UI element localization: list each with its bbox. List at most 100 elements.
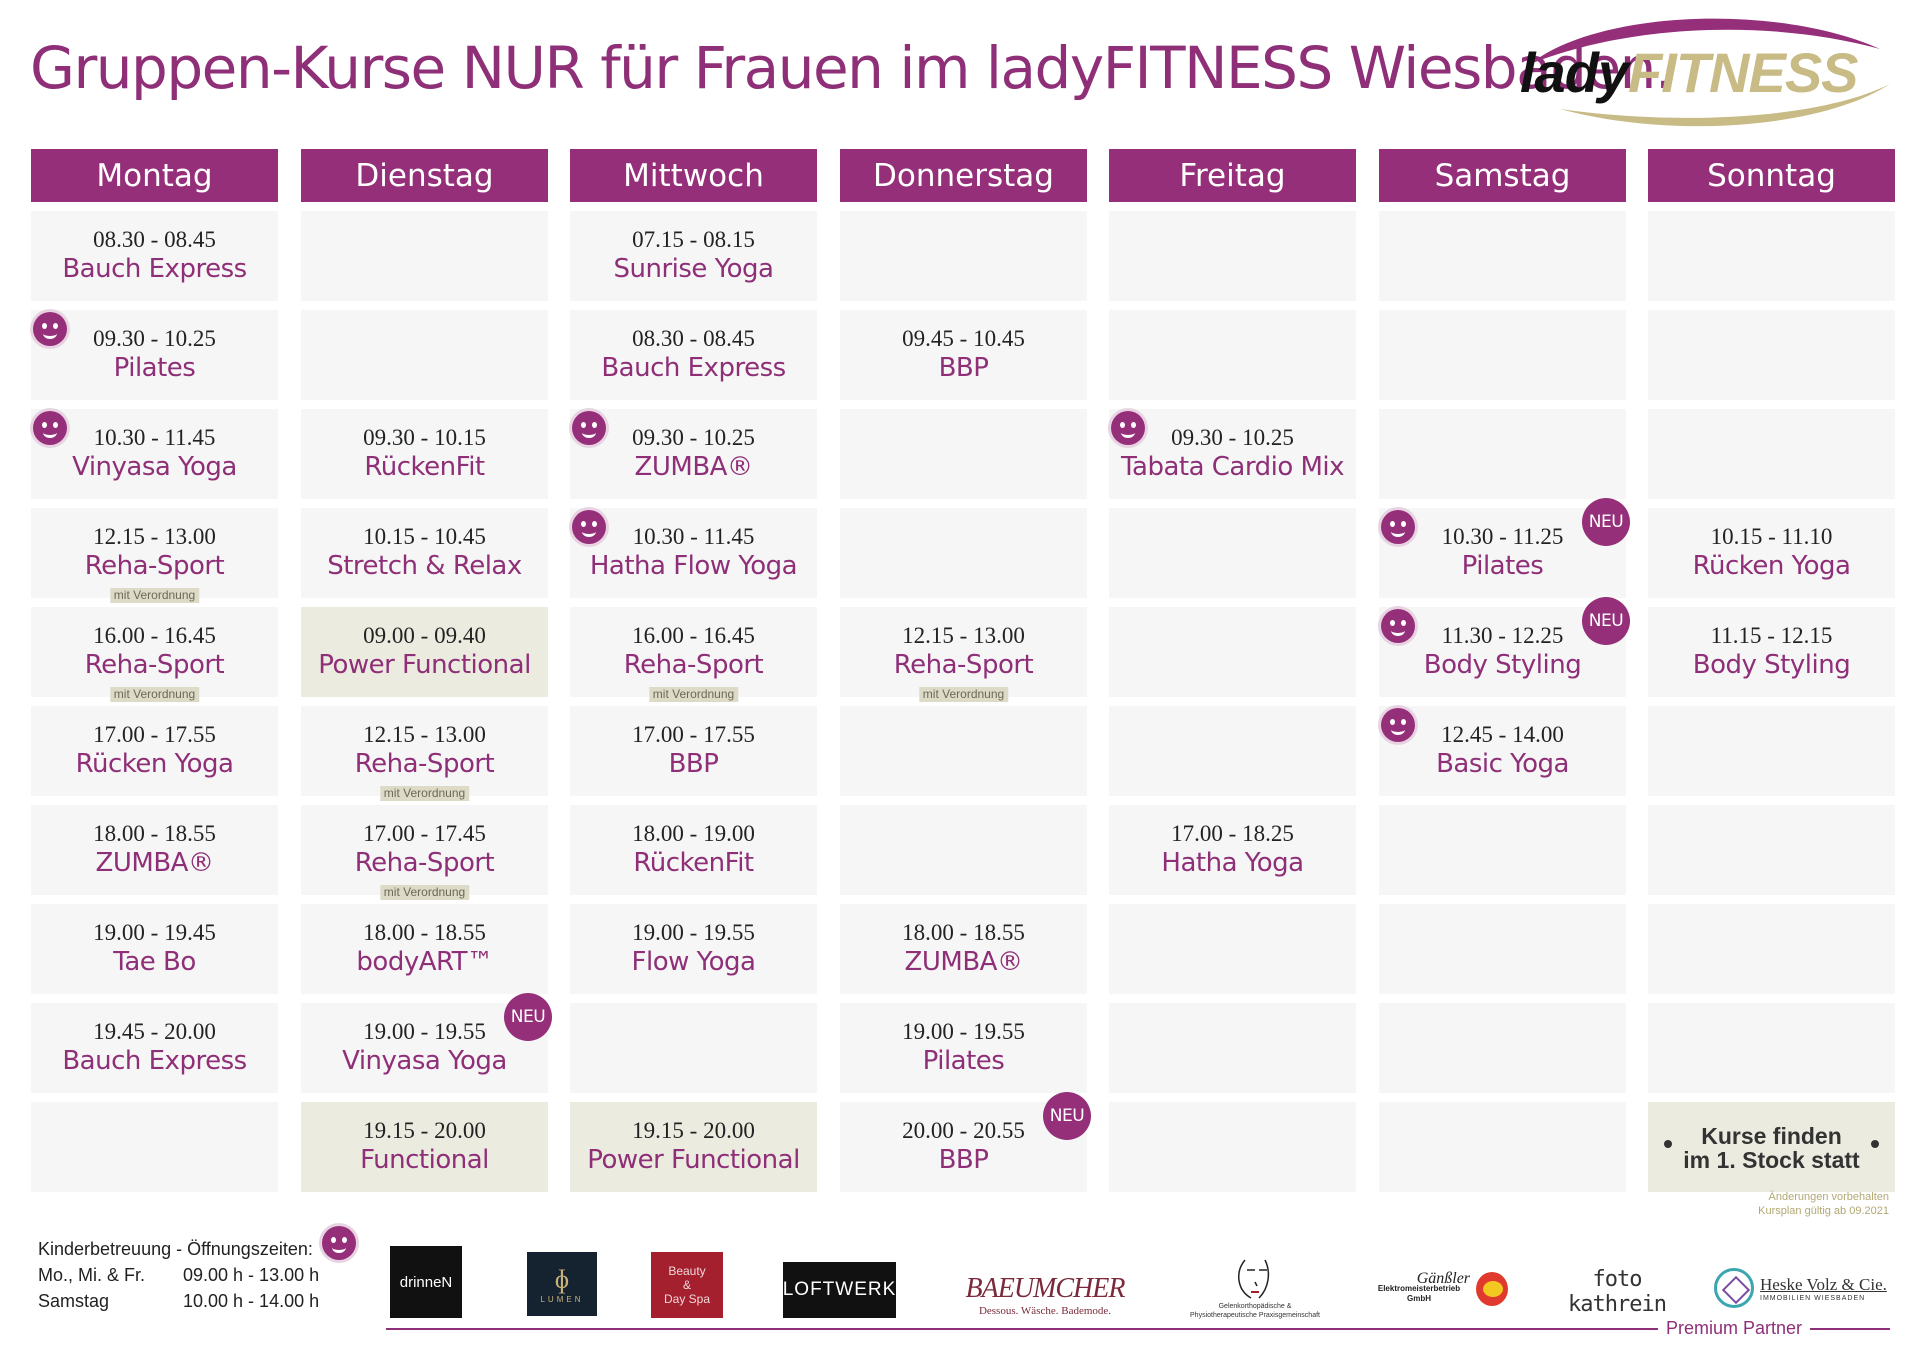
childcare-smiley-icon — [33, 312, 67, 346]
face-outline-icon — [1238, 1259, 1270, 1299]
course-name: Rücken Yoga — [1692, 551, 1851, 581]
course-name: Vinyasa Yoga — [72, 452, 237, 482]
course-time: 08.30 - 08.45 — [632, 326, 755, 351]
new-course-badge: NEU — [1582, 498, 1630, 546]
logo-wordmark: ladyFITNESS — [1520, 40, 1859, 105]
course-name: Power Functional — [587, 1145, 800, 1175]
gaensler-text-block: Gänßler Elektromeisterbetrieb GmbH — [1368, 1271, 1470, 1304]
empty-cell — [1379, 1102, 1626, 1192]
course-name: Tae Bo — [113, 947, 196, 977]
prescription-note: mit Verordnung — [379, 885, 470, 900]
course-name: Reha-Sport — [84, 551, 225, 581]
course-time: 18.00 - 18.55 — [363, 920, 486, 945]
course-time: 09.30 - 10.25 — [1171, 425, 1294, 450]
empty-cell — [1109, 904, 1356, 994]
course-time: 09.00 - 09.40 — [363, 623, 486, 648]
course-time: 10.15 - 10.45 — [363, 524, 486, 549]
course-time: 12.15 - 13.00 — [363, 722, 486, 747]
course-time: 11.30 - 12.25 — [1441, 623, 1564, 648]
first-floor-note-line: im 1. Stock statt — [1683, 1147, 1860, 1173]
course-time: 12.45 - 14.00 — [1441, 722, 1564, 747]
course-name: Stretch & Relax — [327, 551, 522, 581]
empty-cell — [1648, 805, 1895, 895]
partner-beauty-logo: Beauty & Day Spa — [651, 1252, 723, 1318]
partner-divider-line-end — [1810, 1328, 1890, 1330]
premium-partner-label: Premium Partner — [1666, 1318, 1803, 1338]
course-time: 10.15 - 11.10 — [1710, 524, 1833, 549]
empty-cell — [1379, 409, 1626, 499]
remark-changes: Änderungen vorbehalten — [1768, 1191, 1889, 1203]
course-time: 07.15 - 08.15 — [632, 227, 755, 252]
beauty-line: Day Spa — [663, 1292, 711, 1306]
course-name: RückenFit — [633, 848, 754, 878]
empty-cell — [570, 1003, 817, 1093]
course-time: 17.00 - 17.45 — [363, 821, 486, 846]
course-name: RückenFit — [364, 452, 485, 482]
schedule-remarks: Änderungen vorbehalten Kursplan gültig a… — [1758, 1190, 1889, 1218]
empty-cell — [1379, 1003, 1626, 1093]
course-name: Reha-Sport — [893, 650, 1034, 680]
course-time: 10.30 - 11.45 — [93, 425, 216, 450]
page-title: Gruppen-Kurse NUR für Frauen im ladyFITN… — [30, 34, 1673, 102]
childcare-smiley-icon — [1381, 609, 1415, 643]
bullet-dot-icon — [1871, 1140, 1879, 1148]
partner-foto-logo: foto kathrein — [1552, 1267, 1682, 1317]
course-name: BBP — [668, 749, 719, 779]
course-time: 11.15 - 12.15 — [1710, 623, 1833, 648]
course-time: 16.00 - 16.45 — [632, 623, 755, 648]
course-name: Bauch Express — [62, 254, 247, 284]
childcare-days: Mo., Mi. & Fr. — [38, 1265, 146, 1285]
childcare-row: Mo., Mi. & Fr.09.00 h - 13.00 h — [38, 1262, 319, 1288]
course-name: Pilates — [1461, 551, 1544, 581]
prescription-note: mit Verordnung — [918, 687, 1009, 702]
course-name: bodyART™ — [356, 947, 493, 977]
new-course-badge: NEU — [1043, 1092, 1091, 1140]
empty-cell — [1109, 706, 1356, 796]
day-header-donnerstag: Donnerstag — [840, 149, 1087, 202]
partner-physio-text: Gelenkorthopädische & Physiotherapeutisc… — [1190, 1303, 1320, 1319]
course-time: 19.00 - 19.55 — [363, 1019, 486, 1044]
prescription-note: mit Verordnung — [648, 687, 739, 702]
childcare-smiley-icon — [322, 1226, 356, 1260]
course-time: 12.15 - 13.00 — [902, 623, 1025, 648]
empty-cell — [840, 508, 1087, 598]
heske-emblem-icon — [1714, 1268, 1754, 1308]
empty-cell — [840, 805, 1087, 895]
prescription-note: mit Verordnung — [109, 687, 200, 702]
childcare-smiley-icon — [1111, 411, 1145, 445]
gaensler-e-icon — [1476, 1272, 1508, 1306]
empty-cell — [840, 706, 1087, 796]
baeumcher-name: BAEUMCHER — [965, 1273, 1126, 1304]
course-name: Pilates — [922, 1046, 1005, 1076]
empty-cell — [1109, 310, 1356, 400]
childcare-title: Kinderbetreuung - Öffnungszeiten: — [38, 1239, 313, 1259]
empty-cell — [1648, 904, 1895, 994]
day-header-sonntag: Sonntag — [1648, 149, 1895, 202]
logo-swoosh-icon — [1530, 18, 1890, 127]
childcare-smiley-icon — [1381, 708, 1415, 742]
course-name: BBP — [938, 353, 989, 383]
partner-baeumcher-logo: BAEUMCHER Dessous. Wäsche. Bademode. — [950, 1272, 1140, 1318]
childcare-smiley-icon — [33, 411, 67, 445]
course-time: 09.30 - 10.25 — [93, 326, 216, 351]
partner-lumen-logo: ɸ LUMEN — [527, 1252, 597, 1316]
day-header-freitag: Freitag — [1109, 149, 1356, 202]
childcare-smiley-icon — [1381, 510, 1415, 544]
course-name: Reha-Sport — [84, 650, 225, 680]
